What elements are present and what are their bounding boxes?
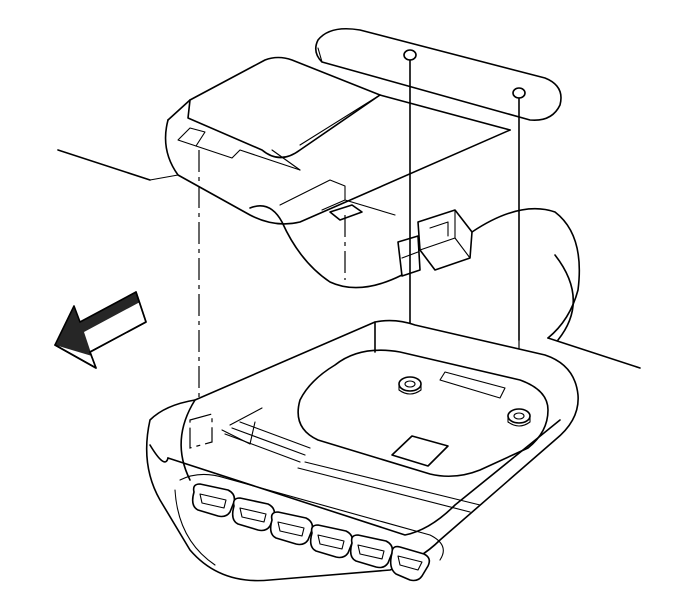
switch-buttons <box>191 483 431 582</box>
switch-button-1 <box>191 483 236 518</box>
switch-button-4 <box>309 524 354 559</box>
mounting-screw-right <box>507 408 531 427</box>
switch-button-2 <box>231 497 276 532</box>
mounting-bracket <box>164 56 581 339</box>
front-direction-arrow-icon <box>54 291 147 369</box>
headliner <box>57 149 641 369</box>
switch-button-5 <box>349 534 394 569</box>
switch-button-3 <box>269 511 314 546</box>
trim-cover-plate <box>314 27 562 122</box>
vent-slots <box>221 407 481 513</box>
mounting-screw-left <box>398 376 422 395</box>
switch-button-6 <box>389 545 431 582</box>
wiring-harness-connector <box>397 209 473 277</box>
retainer-clip <box>189 413 213 449</box>
wiring-harness <box>249 205 403 289</box>
